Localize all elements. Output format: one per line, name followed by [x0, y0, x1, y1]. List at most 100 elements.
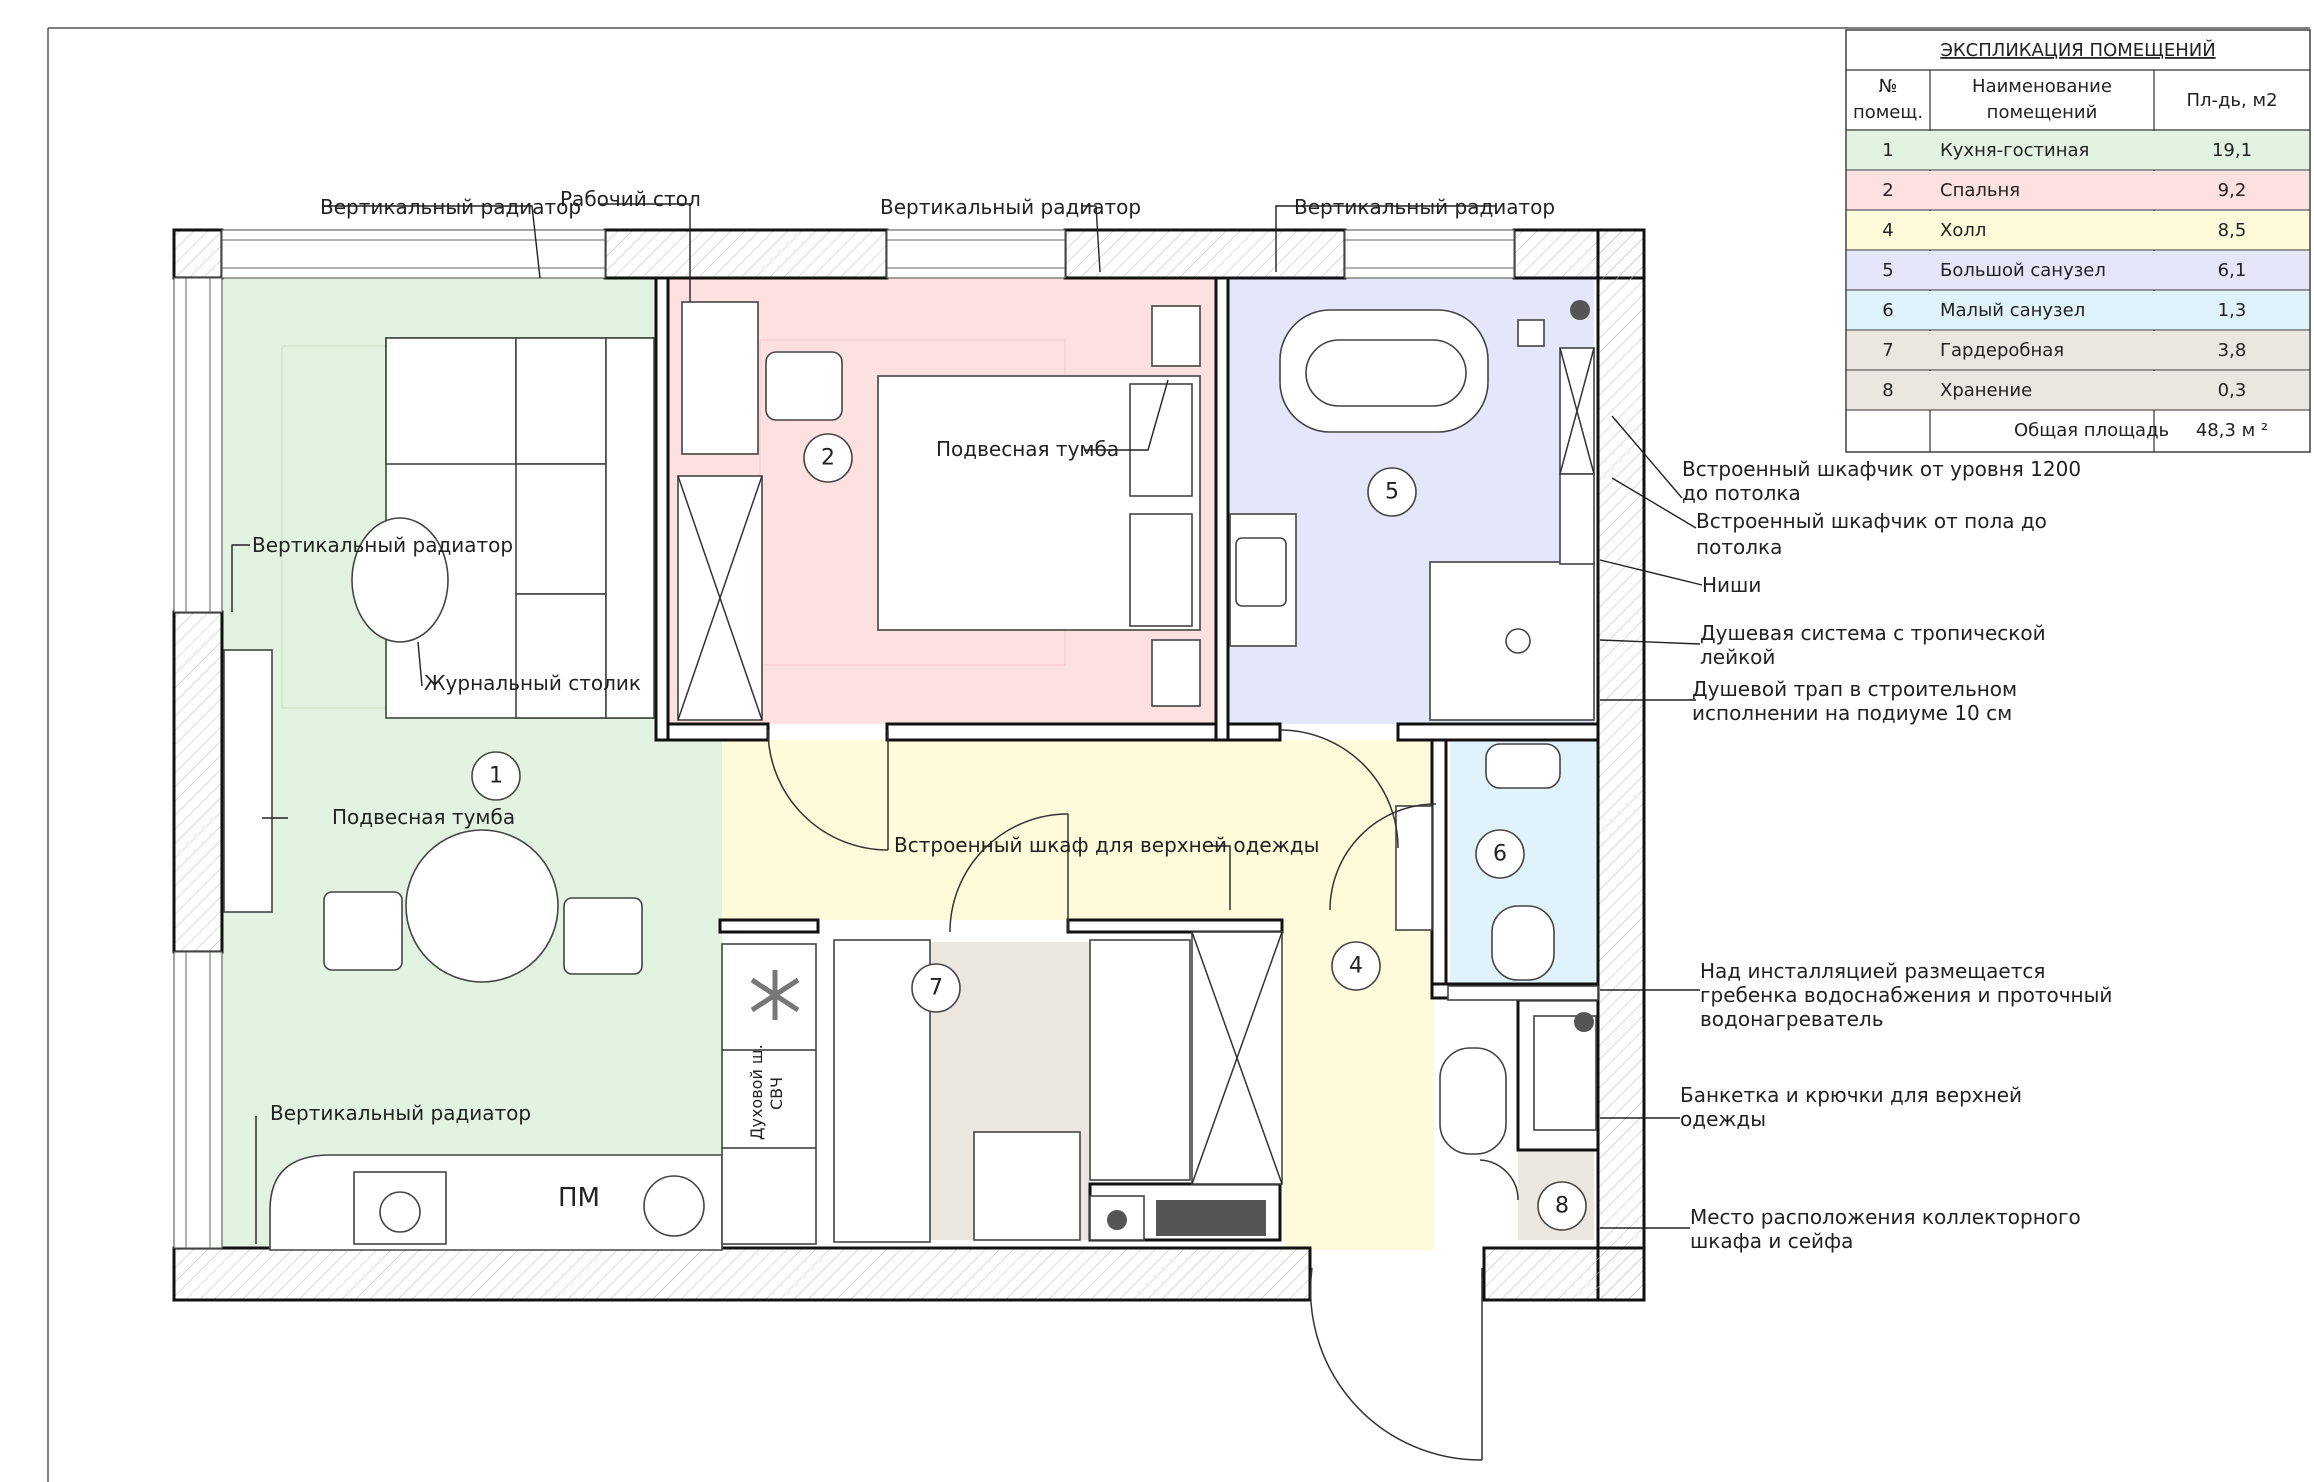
- shoe-storage: [1533, 1015, 1597, 1131]
- table-row: 6 Малый санузел 1,3: [1847, 291, 2309, 330]
- nightstand-top: [1151, 305, 1201, 367]
- room-number-4: 4: [1349, 954, 1363, 979]
- svg-text:3,8: 3,8: [2218, 340, 2247, 361]
- table-row: 7 Гардеробная 3,8: [1847, 331, 2309, 370]
- label-cabinet-1200-1: Встроенный шкафчик от уровня 1200: [1682, 457, 2081, 481]
- dining-table: [405, 829, 559, 983]
- label-cabinet-1200-2: до потолка: [1682, 481, 1801, 505]
- label-drain-2: исполнении на подиуме 10 см: [1692, 701, 2012, 725]
- pm-label: ПМ: [558, 1183, 600, 1213]
- desk-chair: [765, 351, 843, 421]
- svg-text:Спальня: Спальня: [1940, 180, 2020, 201]
- svg-text:Большой санузел: Большой санузел: [1940, 260, 2106, 281]
- label-desk: Рабочий стол: [560, 187, 701, 211]
- svg-text:5: 5: [1882, 260, 1893, 281]
- label-drain-1: Душевой трап в строительном: [1692, 677, 2017, 701]
- table-head-num-1: №: [1879, 76, 1898, 97]
- wardrobe-ottoman: [973, 1131, 1081, 1241]
- wardrobe-right: [1089, 939, 1191, 1181]
- svg-text:19,1: 19,1: [2212, 140, 2252, 161]
- table-head-name-2: помещений: [1987, 102, 2098, 123]
- label-radiator-5: Вертикальный радиатор: [270, 1101, 531, 1125]
- furniture-living: Духовой ш. СВЧ ПМ: [223, 337, 817, 1251]
- room-number-8: 8: [1555, 1194, 1569, 1219]
- oven-label-2: СВЧ: [767, 1077, 786, 1110]
- collector-cabinet: [1156, 1200, 1266, 1236]
- svg-text:Гардеробная: Гардеробная: [1940, 340, 2064, 361]
- room-number-5: 5: [1385, 480, 1399, 505]
- dining-chair-right: [563, 897, 643, 975]
- svg-text:1: 1: [1882, 140, 1893, 161]
- kitchen-sink: [643, 1175, 705, 1237]
- table-row: 8 Хранение 0,3: [1847, 371, 2309, 410]
- label-manifold-1: Над инсталляцией размещается: [1700, 959, 2045, 983]
- label-coffee-table: Журнальный столик: [424, 671, 641, 695]
- label-radiator-1: Вертикальный радиатор: [320, 195, 581, 219]
- svg-text:0,3: 0,3: [2218, 380, 2247, 401]
- cabinet-floor: [1559, 473, 1595, 565]
- label-shower-1: Душевая система с тропической: [1700, 621, 2046, 645]
- table-title: ЭКСПЛИКАЦИЯ ПОМЕЩЕНИЙ: [1940, 39, 2215, 61]
- room-numbers: 1 2 4 5 6 7 8: [471, 433, 1587, 1231]
- annotation-labels: Вертикальный радиатор Рабочий стол Верти…: [252, 187, 2112, 1253]
- desk: [681, 301, 759, 455]
- svg-text:9,2: 9,2: [2218, 180, 2247, 201]
- dining-chair-left: [323, 891, 403, 971]
- room-fill-hall: [722, 740, 1434, 920]
- water-riser: [1570, 300, 1590, 320]
- svg-text:Малый санузел: Малый санузел: [1940, 300, 2085, 321]
- label-manifold-2: гребенка водоснабжения и проточный: [1700, 983, 2112, 1007]
- svg-text:2: 2: [1882, 180, 1893, 201]
- label-niches: Ниши: [1702, 573, 1761, 597]
- extractor-icon: [750, 970, 800, 1020]
- wc-sink: [1485, 743, 1561, 789]
- table-row: 1 Кухня-гостиная 19,1: [1847, 131, 2309, 170]
- label-collector-1: Место расположения коллекторного: [1690, 1205, 2081, 1229]
- label-bench-2: одежды: [1680, 1107, 1766, 1131]
- wc-toilet: [1491, 905, 1555, 981]
- doors: [767, 729, 1519, 1461]
- label-manifold-3: водонагреватель: [1700, 1007, 1884, 1031]
- furniture-bedroom: [677, 301, 1201, 721]
- label-cabinet-floor-2: потолка: [1696, 535, 1782, 559]
- media-unit: [223, 649, 273, 913]
- furniture-hall: [1089, 805, 1597, 1241]
- label-hanging-unit-1: Подвесная тумба: [332, 805, 515, 829]
- label-collector-2: шкафа и сейфа: [1690, 1229, 1853, 1253]
- walls: [172, 228, 1646, 1302]
- table-head-name-1: Наименование: [1972, 76, 2112, 97]
- nightstand-bottom: [1151, 639, 1201, 707]
- furniture-wc: [1447, 743, 1599, 1001]
- svg-text:8: 8: [1882, 380, 1893, 401]
- table-row: 4 Холл 8,5: [1847, 211, 2309, 250]
- table-row: 2 Спальня 9,2: [1847, 171, 2309, 210]
- table-total-label: Общая площадь: [2014, 420, 2169, 441]
- label-radiator-3: Вертикальный радиатор: [1294, 195, 1555, 219]
- svg-text:1,3: 1,3: [2218, 300, 2247, 321]
- table-total-value: 48,3 м ²: [2196, 420, 2268, 441]
- svg-text:6,1: 6,1: [2218, 260, 2247, 281]
- coffee-table: [351, 517, 449, 643]
- label-shower-2: лейкой: [1700, 645, 1775, 669]
- leader-lines: [231, 203, 1703, 1244]
- svg-text:Хранение: Хранение: [1940, 380, 2032, 401]
- wc-installation: [1447, 985, 1599, 1001]
- oven-label-1: Духовой ш.: [747, 1044, 766, 1140]
- furniture-bath: [1229, 300, 1595, 721]
- svg-text:7: 7: [1882, 340, 1893, 361]
- room-number-7: 7: [929, 976, 943, 1001]
- explication-table: ЭКСПЛИКАЦИЯ ПОМЕЩЕНИЙ № помещ. Наименова…: [1845, 29, 2311, 453]
- label-bench-1: Банкетка и крючки для верхней: [1680, 1083, 2022, 1107]
- table-head-num-2: помещ.: [1853, 102, 1923, 123]
- table-head-area: Пл-дь, м2: [2186, 90, 2277, 111]
- label-hanging-unit-2: Подвесная тумба: [936, 437, 1119, 461]
- room-number-1: 1: [489, 764, 503, 789]
- label-closet: Встроенный шкаф для верхней одежды: [894, 833, 1319, 857]
- svg-text:4: 4: [1882, 220, 1893, 241]
- svg-text:8,5: 8,5: [2218, 220, 2247, 241]
- label-radiator-4: Вертикальный радиатор: [252, 533, 513, 557]
- room-number-2: 2: [821, 446, 835, 471]
- svg-text:6: 6: [1882, 300, 1893, 321]
- svg-text:Холл: Холл: [1940, 220, 1986, 241]
